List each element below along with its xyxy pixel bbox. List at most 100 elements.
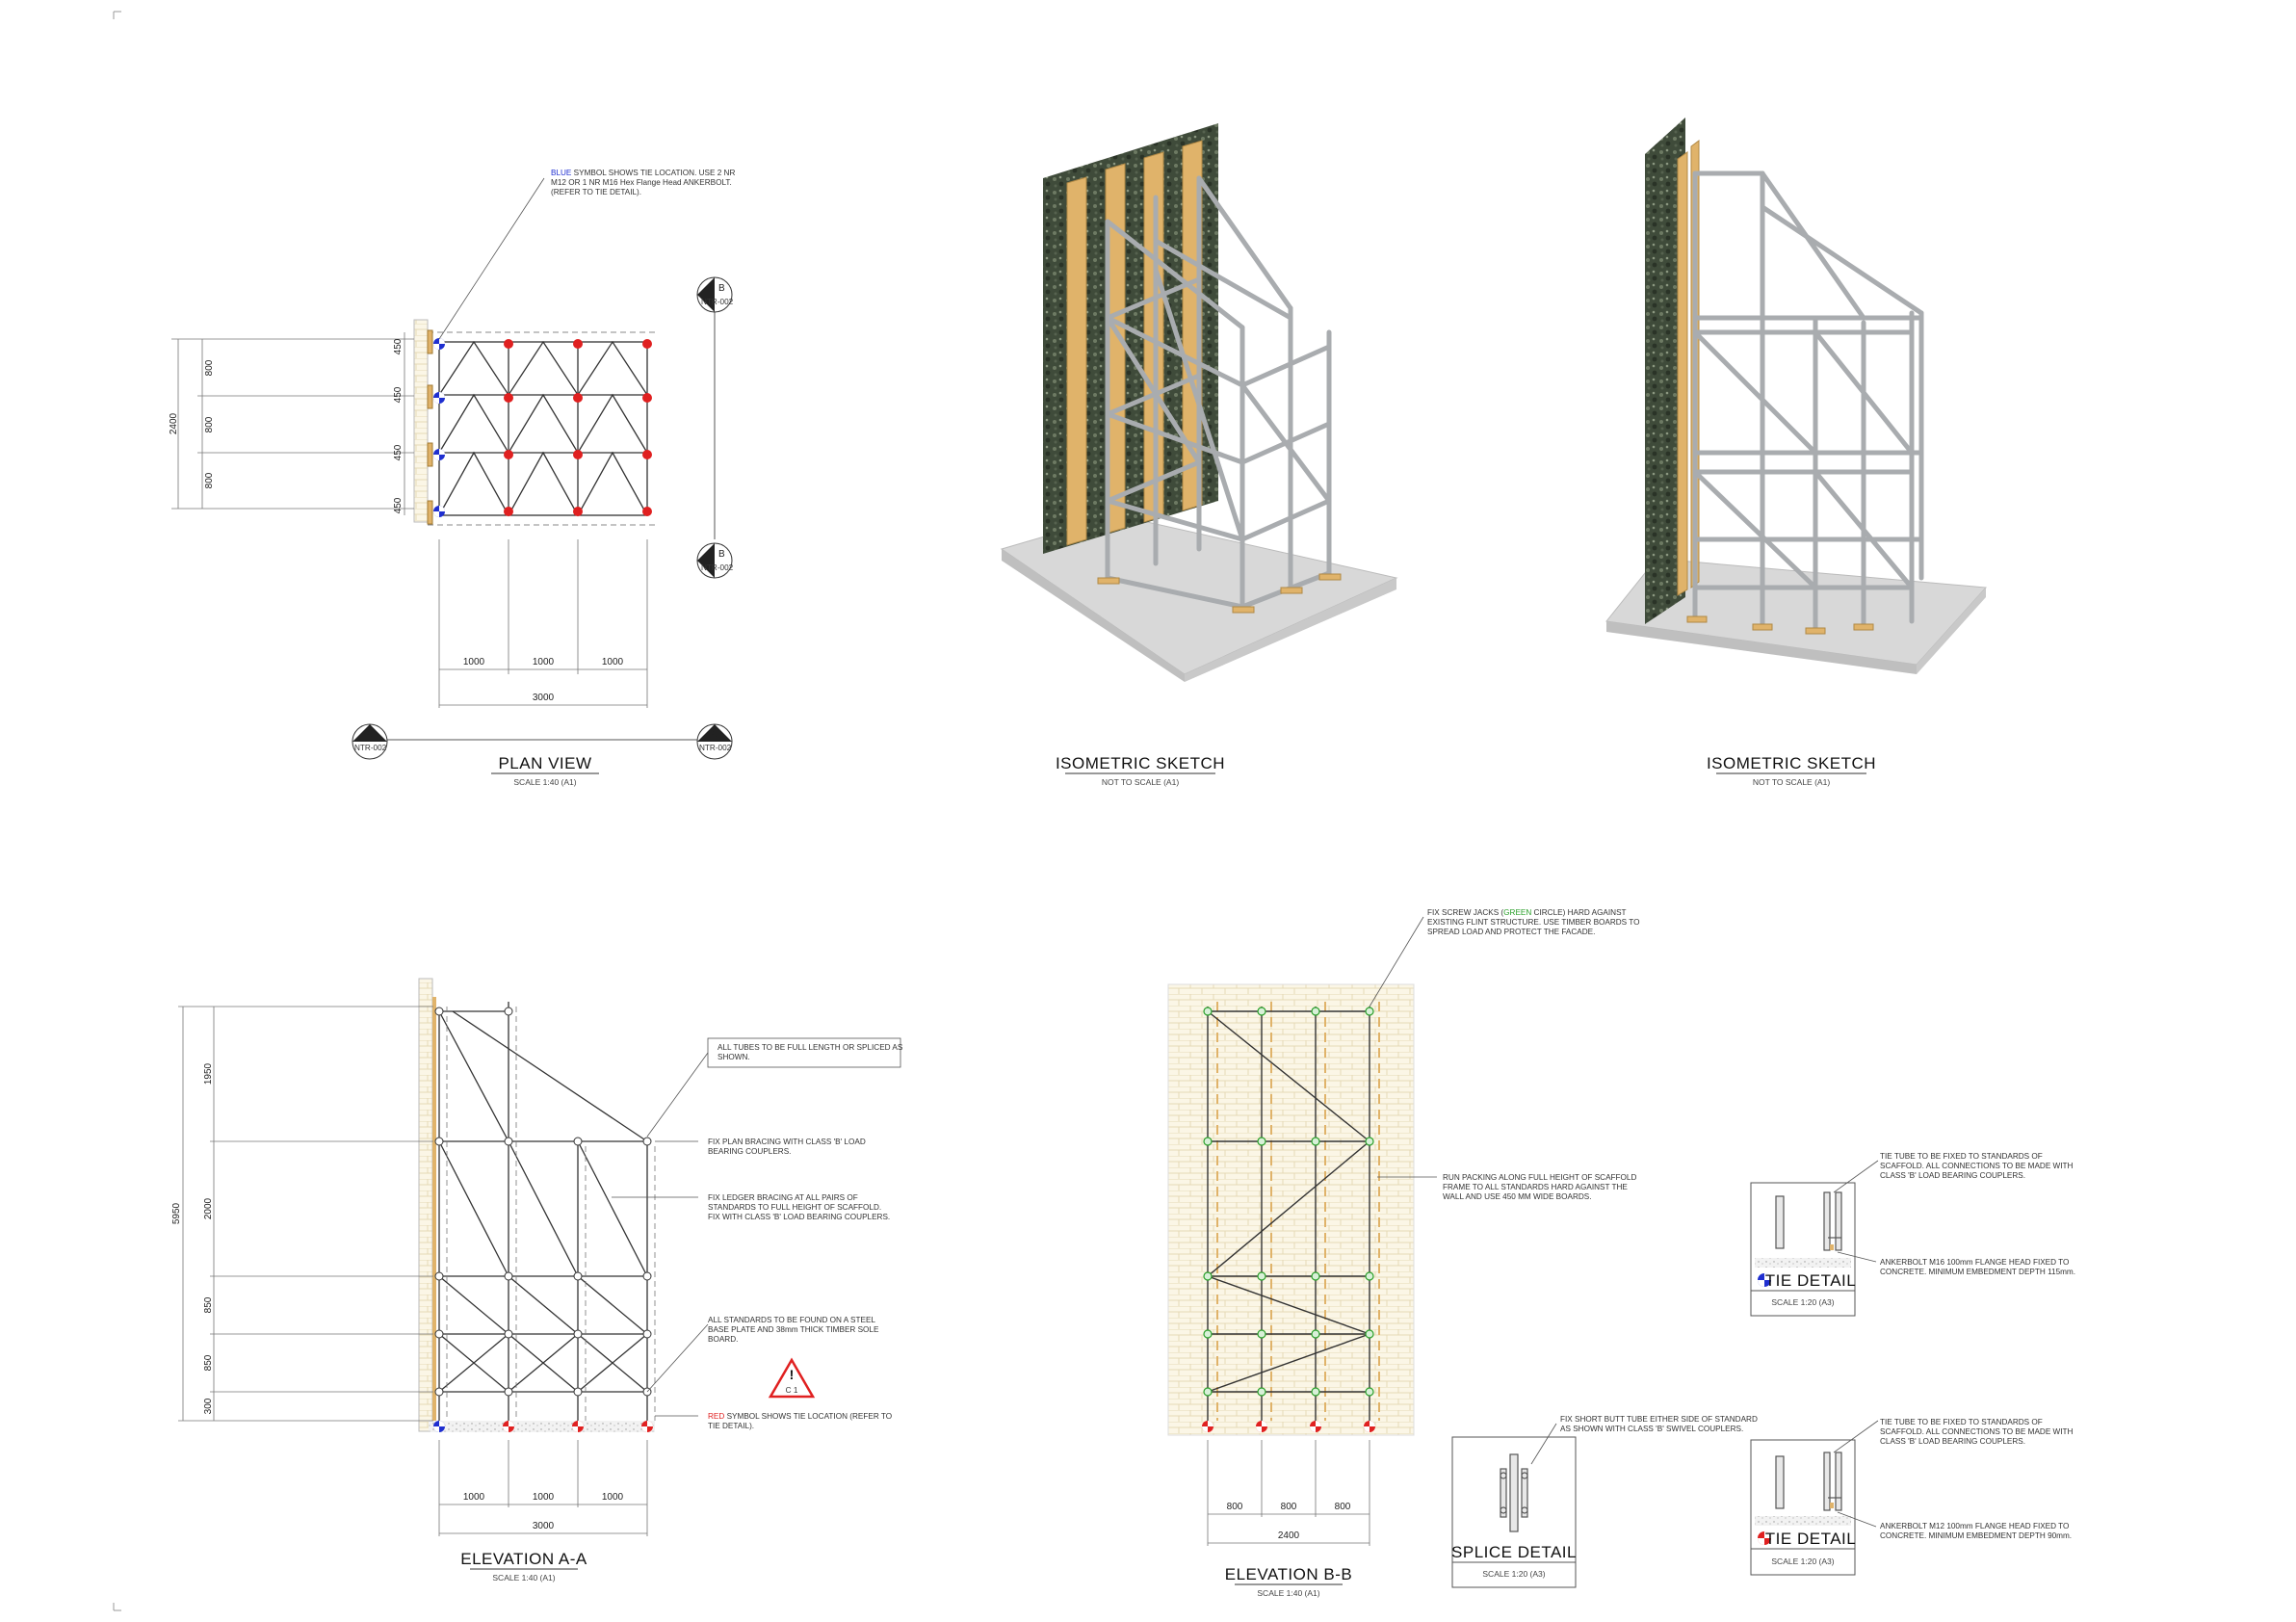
blue-tie-icon [433,1421,445,1432]
elevation-aa-dim-left: 300 [203,1398,214,1414]
plan-dim-left: 800 [204,359,215,376]
tie-detail-red-scale: SCALE 1:20 (A3) [1771,1557,1834,1566]
plan-dim-gap: 450 [393,386,404,403]
elevation-aa-note-ledger-line3: FIX WITH CLASS 'B' LOAD BEARING COUPLERS… [708,1213,890,1221]
plan-wall [413,319,429,523]
tie-detail-blue-scale: SCALE 1:20 (A3) [1771,1297,1834,1307]
elevation-aa-dim-left: 2000 [203,1197,214,1219]
elevation-bb-scale: SCALE 1:40 (A1) [1257,1588,1319,1598]
iso2-scaffold-tubes [1692,170,1924,634]
tie-detail-red-title: TIE DETAIL [1765,1530,1856,1548]
elevation-aa-wall [418,978,433,1432]
tie-detail-blue-note-top-line3: CLASS 'B' LOAD BEARING COUPLERS. [1880,1171,2025,1180]
elevation-aa-note-ledger: FIX LEDGER BRACING AT ALL PAIRS OF [708,1193,858,1202]
elevation-aa-dim-bottom: 1000 [533,1492,555,1503]
plan-frame [438,340,648,517]
elevation-bb-dim-bottom: 800 [1335,1502,1351,1512]
svg-text:NTR-002: NTR-002 [701,298,734,306]
svg-text:A: A [711,730,718,741]
svg-text:B: B [718,283,725,294]
elevation-aa-note-standards-line2: BASE PLATE AND 38mm THICK TIMBER SOLE [708,1325,879,1334]
tie-detail-blue-note-bottom: ANKERBOLT M16 100mm FLANGE HEAD FIXED TO [1880,1258,2069,1267]
tie-detail-red-note-top-line3: CLASS 'B' LOAD BEARING COUPLERS. [1880,1437,2025,1446]
plan-dim-left: 800 [204,416,215,432]
section-marker-a-left: A NTR-002 [352,723,388,760]
plan-dim-overall: 2400 [169,412,179,434]
red-tie-icon [1310,1421,1321,1432]
elevation-bb-note-screw-jacks-line3: SPREAD LOAD AND PROTECT THE FACADE. [1427,928,1595,936]
splice-detail-scale: SCALE 1:20 (A3) [1482,1569,1545,1579]
elevation-aa-dim-left: 850 [203,1296,214,1313]
splice-tubes [1500,1453,1528,1532]
tie-detail-red-note-bottom-line2: CONCRETE. MINIMUM EMBEDMENT DEPTH 90mm. [1880,1531,2072,1540]
elevation-bb-note-packing-line2: FRAME TO ALL STANDARDS HARD AGAINST THE [1443,1183,1628,1191]
plan-dim-left: 800 [204,472,215,488]
plan-view: BLUE SYMBOL SHOWS TIE LOCATION. USE 2 NR… [169,169,735,787]
svg-text:A: A [366,730,373,741]
elevation-aa-note-tubes-line2: SHOWN. [718,1053,750,1061]
plan-tie-note-line3: (REFER TO TIE DETAIL). [551,188,641,196]
plan-view-scale: SCALE 1:40 (A1) [513,777,576,787]
blue-tie-icon [433,449,445,460]
splice-detail: FIX SHORT BUTT TUBE EITHER SIDE OF STAND… [1451,1415,1758,1588]
plan-dim-gap: 450 [393,338,404,354]
elevation-aa-dim-bottom: 1000 [602,1492,624,1503]
elevation-aa-tie-symbols [433,1421,653,1432]
iso2-title: ISOMETRIC SKETCH [1707,754,1876,772]
blue-tie-icon [1758,1273,1771,1287]
elevation-bb-tie-symbols [1202,1421,1375,1432]
svg-text:NTR-002: NTR-002 [354,744,387,752]
iso2-stone-wall [1645,118,1685,624]
splice-detail-note-line2: AS SHOWN WITH CLASS 'B' SWIVEL COUPLERS. [1560,1425,1743,1433]
red-tie-icon [641,1421,653,1432]
elevation-bb-title: ELEVATION B-B [1225,1565,1352,1583]
elevation-aa-note-plan-bracing: FIX PLAN BRACING WITH CLASS 'B' LOAD [708,1138,866,1146]
red-tie-icon [1364,1421,1375,1432]
tie-detail-blue: TIE TUBE TO BE FIXED TO STANDARDS OF SCA… [1750,1152,2075,1317]
plan-dim-gap: 450 [393,497,404,513]
blue-tie-icon [433,338,445,350]
iso1-scale: NOT TO SCALE (A1) [1102,777,1179,787]
svg-text:B: B [718,549,725,560]
tie-detail-blue-note-top-line2: SCAFFOLD. ALL CONNECTIONS TO BE MADE WIT… [1880,1162,2074,1170]
elevation-bb-dim-bottom-overall: 2400 [1278,1530,1300,1541]
isometric-sketch-1: ISOMETRIC SKETCH NOT TO SCALE (A1) [1000,123,1398,787]
elevation-aa: 5950 1950 2000 850 850 300 1000 1000 100… [171,978,903,1583]
elevation-bb: 800 800 800 2400 FIX SCREW JACKS (GREEN … [1167,908,1640,1598]
tie-detail-red-note-top-line2: SCAFFOLD. ALL CONNECTIONS TO BE MADE WIT… [1880,1427,2074,1436]
plan-dim-bottom: 1000 [463,657,485,667]
red-tie-icon [503,1421,514,1432]
elevation-bb-dim-bottom: 800 [1281,1502,1297,1512]
elevation-bb-note-screw-jacks-line2: EXISTING FLINT STRUCTURE. USE TIMBER BOA… [1427,918,1640,927]
elevation-aa-note-tubes: ALL TUBES TO BE FULL LENGTH OR SPLICED A… [718,1043,903,1052]
tie-detail-red-note-top: TIE TUBE TO BE FIXED TO STANDARDS OF [1880,1418,2043,1426]
red-tie-icon [1202,1421,1213,1432]
warning-triangle-icon: ! C 1 [768,1357,816,1399]
plan-dim-bottom-overall: 3000 [533,693,555,703]
elevation-bb-note-packing: RUN PACKING ALONG FULL HEIGHT OF SCAFFOL… [1443,1173,1636,1182]
svg-text:!: ! [790,1367,795,1382]
iso1-scaffold-tubes [1105,175,1332,610]
section-marker-a-right: A NTR-002 [696,723,733,760]
iso2-scale: NOT TO SCALE (A1) [1753,777,1830,787]
elevation-aa-dim-bottom-overall: 3000 [533,1521,555,1531]
elevation-aa-dim-left: 1950 [203,1062,214,1085]
elevation-aa-note-red-tie-line2: TIE DETAIL). [708,1422,754,1430]
tie-detail-red: TIE TUBE TO BE FIXED TO STANDARDS OF SCA… [1750,1418,2074,1576]
red-tie-icon [572,1421,584,1432]
plan-tie-note: BLUE SYMBOL SHOWS TIE LOCATION. USE 2 NR [551,169,735,177]
blue-tie-icon [433,392,445,404]
red-tie-icon [1256,1421,1267,1432]
elevation-aa-note-standards: ALL STANDARDS TO BE FOUND ON A STEEL [708,1316,875,1324]
tie-detail-blue-note-bottom-line2: CONCRETE. MINIMUM EMBEDMENT DEPTH 115mm. [1880,1268,2075,1276]
elevation-bb-note-packing-line3: WALL AND USE 450 MM WIDE BOARDS. [1443,1192,1592,1201]
warning-label: C 1 [786,1386,798,1395]
section-marker-b-top: B NTR-002 [696,276,734,313]
elevation-aa-note-standards-line3: BOARD. [708,1335,738,1344]
elevation-aa-title: ELEVATION A-A [460,1550,587,1568]
isometric-sketch-2: ISOMETRIC SKETCH NOT TO SCALE (A1) [1605,118,1988,787]
elevation-bb-brick-wall [1167,983,1415,1436]
corner-mark-bottom [113,1603,121,1611]
plan-tie-symbols [433,338,652,517]
